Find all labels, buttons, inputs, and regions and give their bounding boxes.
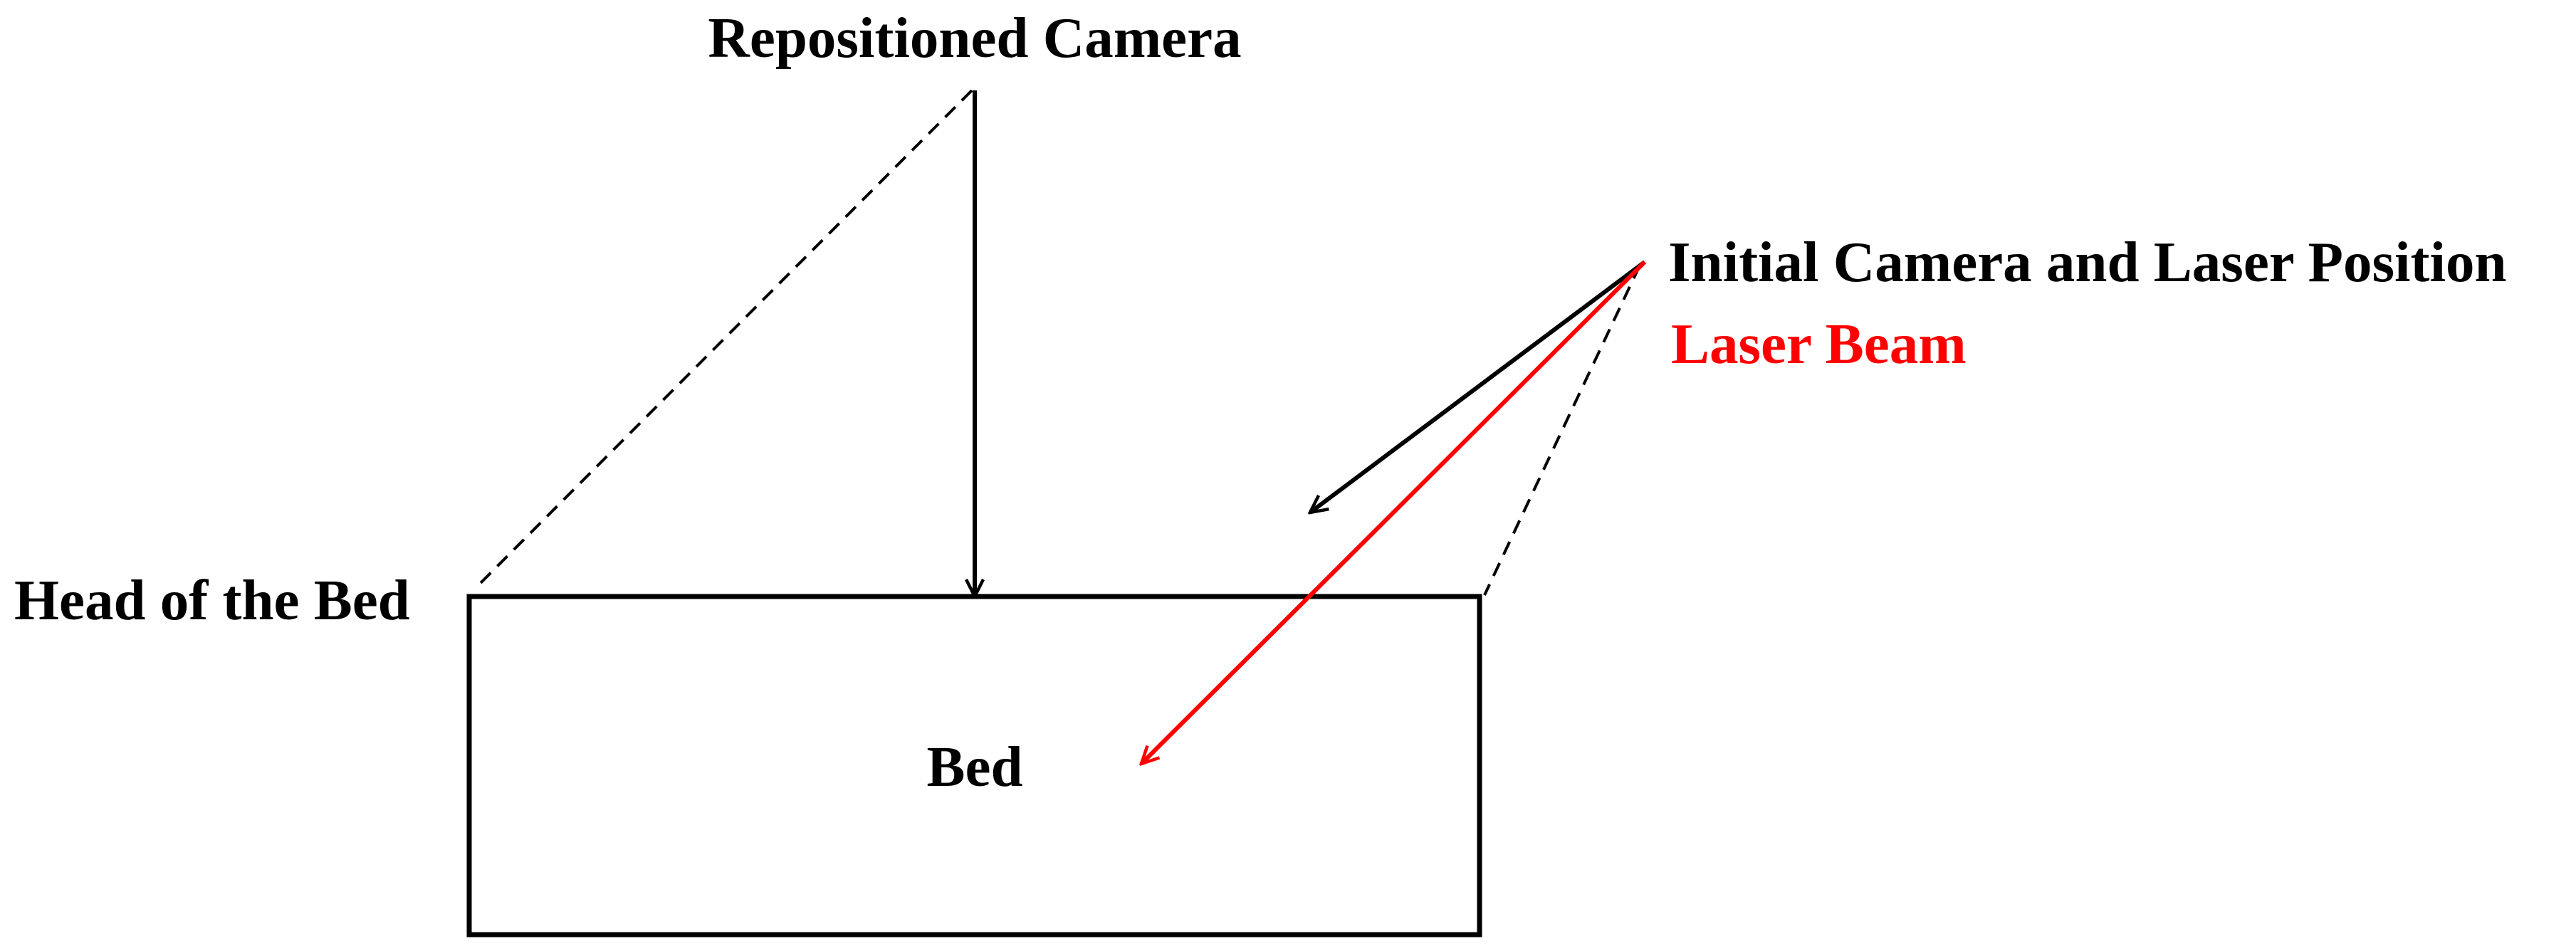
laser-beam-arrow (1141, 260, 1647, 764)
repositioned-camera-fov-line (473, 89, 973, 590)
initial-camera-fov-line (1483, 265, 1641, 596)
repositioned-camera-label: Repositioned Camera (708, 6, 1241, 70)
head-of-bed-label: Head of the Bed (14, 568, 410, 632)
initial-position-label: Initial Camera and Laser Position (1668, 230, 2507, 294)
initial-camera-arrow (1310, 260, 1646, 513)
bed-label: Bed (926, 735, 1022, 799)
laser-beam-label: Laser Beam (1671, 312, 1967, 376)
